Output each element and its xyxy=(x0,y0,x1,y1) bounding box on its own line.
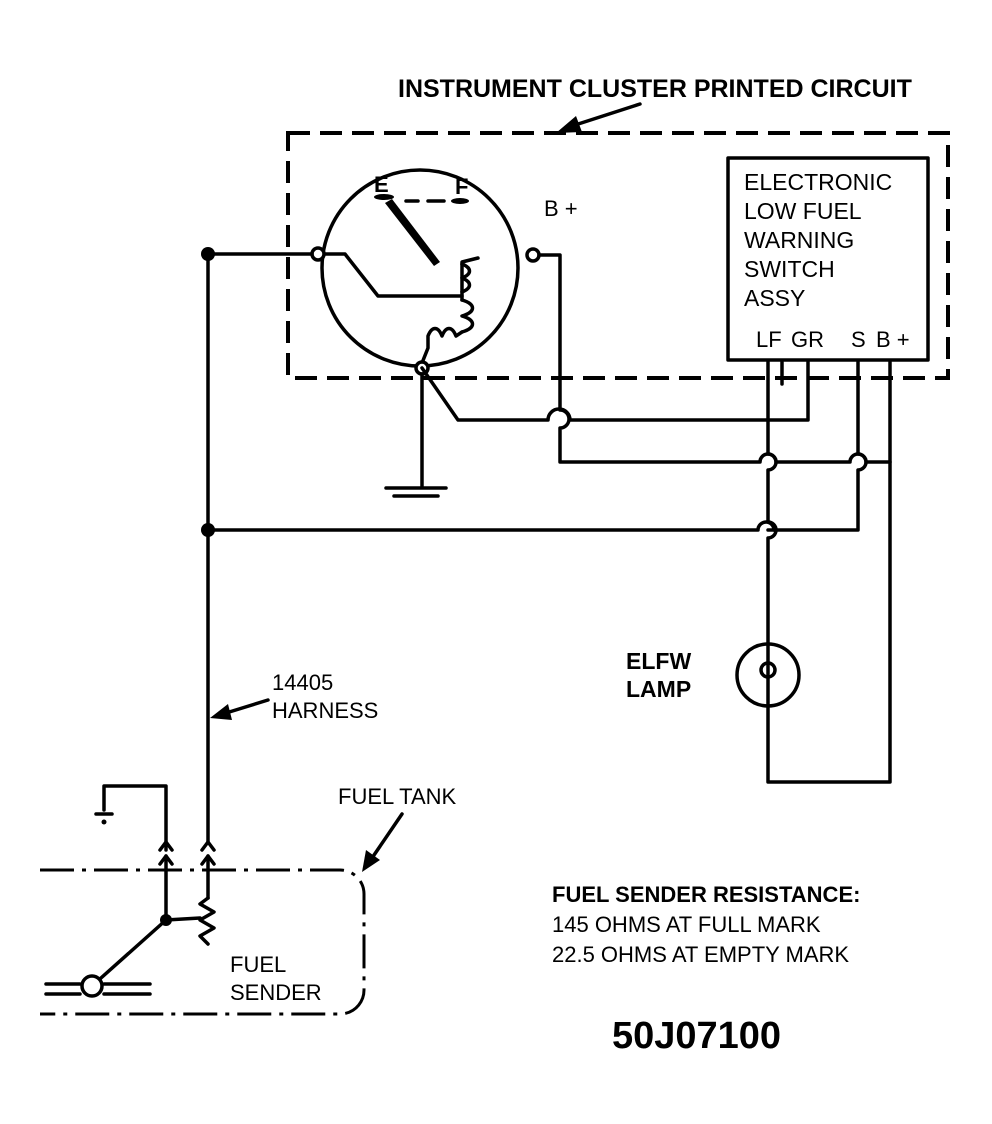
gauge-left-terminal xyxy=(310,246,326,262)
cluster-pointer-arrow xyxy=(556,102,642,133)
switch-label-line-5: ASSY xyxy=(744,285,805,311)
gauge-full-label: F xyxy=(455,174,468,199)
harness-label-line-2: HARNESS xyxy=(272,698,378,723)
fuel-gauge xyxy=(310,168,541,376)
low-fuel-warning-switch xyxy=(726,156,930,362)
fuel-tank-pointer-arrow xyxy=(362,812,404,872)
harness-label-line-1: 14405 xyxy=(272,670,333,695)
switch-label-line-3: WARNING xyxy=(744,227,854,253)
harness-pointer-arrow xyxy=(210,698,270,720)
cluster-label: INSTRUMENT CLUSTER PRINTED CIRCUIT xyxy=(398,75,912,103)
gauge-right-terminal xyxy=(525,247,541,263)
instrument-cluster-boundary xyxy=(286,131,950,380)
resistance-title: FUEL SENDER RESISTANCE: xyxy=(552,882,860,907)
wiring xyxy=(206,252,892,844)
switch-pin-gr: GR xyxy=(791,327,824,352)
switch-label-line-4: SWITCH xyxy=(744,256,835,282)
gauge-ground-symbol xyxy=(384,486,448,498)
sender-label-line-2: SENDER xyxy=(230,980,322,1005)
switch-label-line-1: ELECTRONIC xyxy=(744,169,892,195)
fuel-tank xyxy=(40,868,366,1016)
gauge-needle xyxy=(385,199,440,266)
switch-label-line-2: LOW FUEL xyxy=(744,198,862,224)
resistance-empty: 22.5 OHMS AT EMPTY MARK xyxy=(552,942,849,967)
gauge-bplus-label: B + xyxy=(544,196,578,221)
switch-pin-leads xyxy=(766,360,810,422)
fuel-tank-label: FUEL TANK xyxy=(338,784,457,809)
gauge-empty-label: E xyxy=(374,172,389,197)
elfw-lamp xyxy=(735,642,801,708)
junction-dots xyxy=(201,247,215,537)
lamp-label-line-2: LAMP xyxy=(626,676,691,702)
sender-label-line-1: FUEL xyxy=(230,952,286,977)
figure-code: 50J07100 xyxy=(612,1015,781,1057)
lamp-label-line-1: ELFW xyxy=(626,648,691,674)
resistance-full: 145 OHMS AT FULL MARK xyxy=(552,912,821,937)
switch-pin-bplus: B + xyxy=(876,327,910,352)
fuel-sender xyxy=(44,784,216,998)
switch-pin-s: S xyxy=(851,327,866,352)
switch-pin-lf: LF xyxy=(756,327,782,352)
